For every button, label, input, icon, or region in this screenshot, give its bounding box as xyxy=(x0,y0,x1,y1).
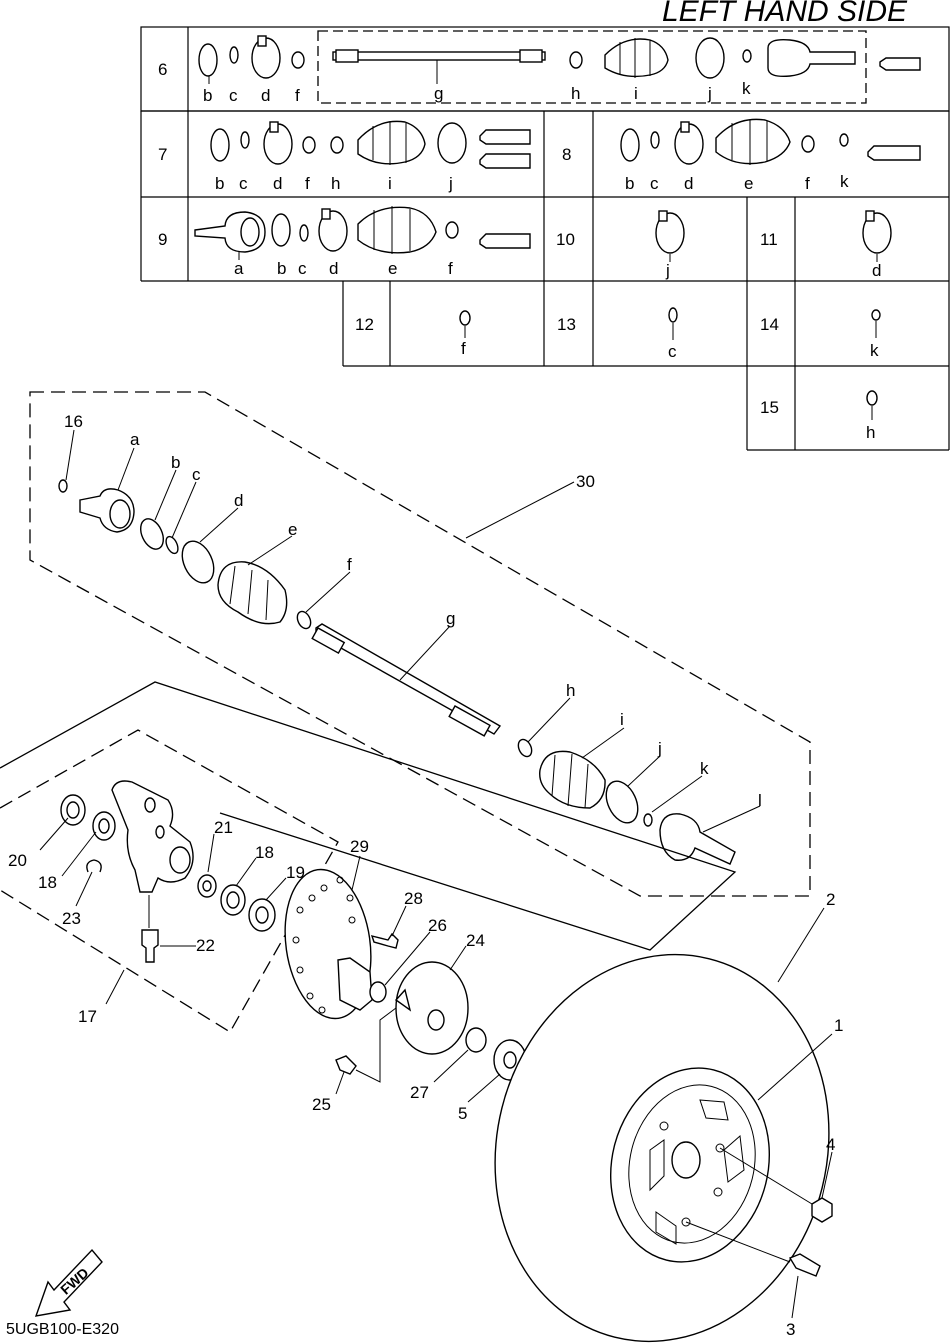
table-ref-8: 8 xyxy=(562,145,571,164)
table-ref-11: 11 xyxy=(760,230,778,249)
callout-c: c xyxy=(192,465,201,484)
callout-16: 16 xyxy=(64,412,83,431)
callout-28: 29 xyxy=(350,837,369,856)
row9-label-b: b xyxy=(277,259,286,278)
row8-label-k: k xyxy=(840,172,849,191)
table-ref-6: 6 xyxy=(158,60,167,79)
row7-label-h: h xyxy=(331,174,340,193)
row8-label-c: c xyxy=(650,174,659,193)
row9-label-c: c xyxy=(298,259,307,278)
knuckle-callout-leaders xyxy=(39,817,501,1103)
row8-label-e: e xyxy=(744,174,753,193)
row6-label-i: i xyxy=(634,84,638,103)
callout-23: 23 xyxy=(62,909,81,928)
callout-l: l xyxy=(758,791,762,810)
single-part-sketches xyxy=(459,210,892,420)
callout-27: 27 xyxy=(410,1083,429,1102)
row8-label-d: d xyxy=(684,174,693,193)
table-ref-15: 15 xyxy=(760,398,779,417)
callout-f: f xyxy=(347,555,352,574)
row6-label-j: j xyxy=(707,84,712,103)
table-ref-9: 9 xyxy=(158,230,167,249)
row8-label-b: b xyxy=(625,174,634,193)
callout-22: 22 xyxy=(196,936,215,955)
row6-label-d: d xyxy=(261,86,270,105)
row9-label-a: a xyxy=(234,259,244,278)
shaft-callout-leaders xyxy=(65,429,761,833)
row14-label-k: k xyxy=(870,341,879,360)
callout-g: g xyxy=(446,609,455,628)
callout-30: 30 xyxy=(576,472,595,491)
callout-h: h xyxy=(566,681,575,700)
callout-2: 2 xyxy=(826,890,835,909)
row6-label-h: h xyxy=(571,84,580,103)
row10-label-j: j xyxy=(665,261,670,280)
row6-label-k: k xyxy=(742,79,751,98)
row12-label-f: f xyxy=(461,339,466,358)
callout-18-left: 18 xyxy=(38,873,57,892)
table-ref-7: 7 xyxy=(158,145,167,164)
row-8-parts xyxy=(620,118,921,165)
row6-label-g: g xyxy=(434,84,443,103)
row-7-parts xyxy=(210,120,531,169)
table-ref-14: 14 xyxy=(760,315,779,334)
driveshaft-group xyxy=(29,391,811,897)
wheel-callout-leaders xyxy=(685,907,833,1319)
diagram-title: LEFT HAND SIDE xyxy=(662,0,908,28)
row9-label-f: f xyxy=(448,259,453,278)
callout-21: 21 xyxy=(214,818,233,837)
callout-5: 5 xyxy=(458,1104,467,1123)
callout-29: 28 xyxy=(404,889,423,908)
row7-label-j: j xyxy=(448,174,453,193)
fwd-arrow-icon xyxy=(34,1248,103,1317)
row9-label-e: e xyxy=(388,259,397,278)
table-ref-10: 10 xyxy=(556,230,575,249)
drawing-code: 5UGB100-E320 xyxy=(6,1321,119,1338)
row9-label-d: d xyxy=(329,259,338,278)
row6-label-b: b xyxy=(203,86,212,105)
row7-label-b: b xyxy=(215,174,224,193)
kit-table xyxy=(140,26,950,451)
row6-label-c: c xyxy=(229,86,238,105)
callout-b: b xyxy=(171,453,180,472)
callout-i: i xyxy=(620,710,624,729)
row-6-parts xyxy=(198,35,921,79)
callout-a: a xyxy=(130,430,140,449)
knuckle-hub-group xyxy=(0,681,737,1083)
callout-19: 19 xyxy=(286,863,305,882)
callout-17: 17 xyxy=(78,1007,97,1026)
row7-label-i: i xyxy=(388,174,392,193)
row11-label-d: d xyxy=(872,261,881,280)
row15-label-h: h xyxy=(866,423,875,442)
callout-18-right: 18 xyxy=(255,843,274,862)
row8-label-f: f xyxy=(805,174,810,193)
callout-3: 3 xyxy=(786,1320,795,1339)
row7-label-c: c xyxy=(239,174,248,193)
callout-20: 20 xyxy=(8,851,27,870)
row-9-parts xyxy=(194,206,531,254)
callout-1: 1 xyxy=(834,1016,843,1035)
callout-k: k xyxy=(700,759,709,778)
table-ref-12: 12 xyxy=(355,315,374,334)
row7-label-f: f xyxy=(305,174,310,193)
callout-24: 24 xyxy=(466,931,485,950)
callout-26: 26 xyxy=(428,916,447,935)
row6-label-f: f xyxy=(295,86,300,105)
callout-4: 4 xyxy=(826,1135,835,1154)
row13-label-c: c xyxy=(668,342,677,361)
table-ref-13: 13 xyxy=(557,315,576,334)
row7-label-d: d xyxy=(273,174,282,193)
callout-e: e xyxy=(288,520,297,539)
wheel-group xyxy=(494,953,833,1343)
callout-j: j xyxy=(657,739,662,758)
callout-d: d xyxy=(234,491,243,510)
callout-25: 25 xyxy=(312,1095,331,1114)
